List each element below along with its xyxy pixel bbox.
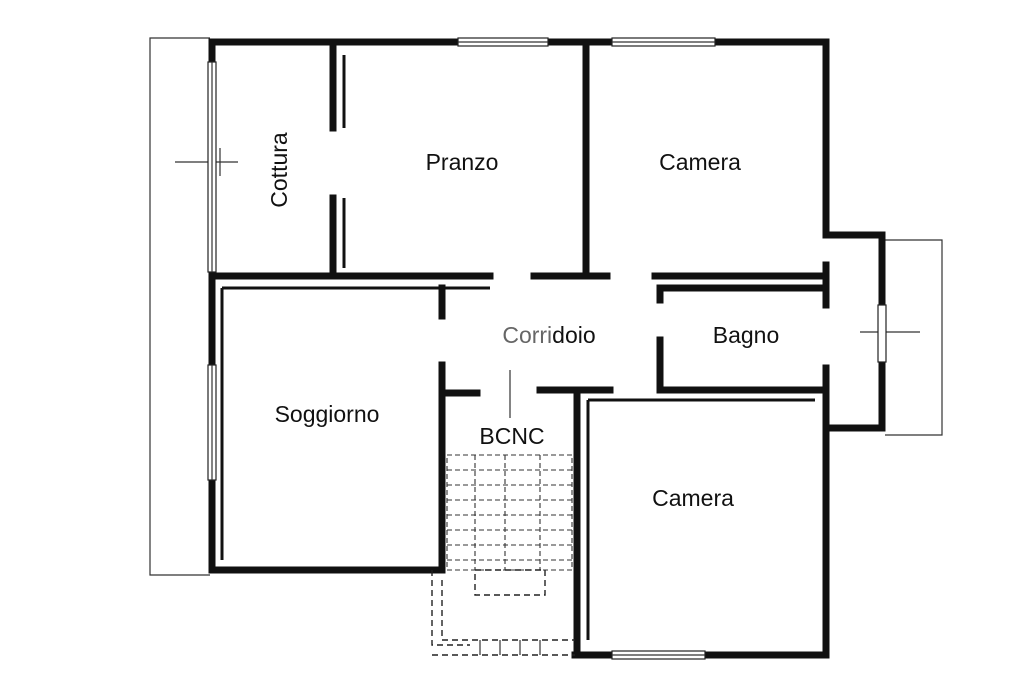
exterior-walls: [208, 38, 886, 659]
label-camera-bottom: Camera: [652, 485, 734, 511]
label-soggiorno: Soggiorno: [275, 401, 380, 427]
label-camera-top: Camera: [659, 149, 741, 175]
label-pranzo: Pranzo: [426, 149, 499, 175]
label-cottura: Cottura: [266, 132, 292, 208]
windows: [207, 37, 887, 660]
label-corridoio: Corridoio: [502, 322, 595, 348]
stairs: [431, 454, 575, 656]
interior-walls: [208, 38, 830, 659]
label-bagno: Bagno: [713, 322, 780, 348]
label-bcnc: BCNC: [479, 423, 544, 449]
